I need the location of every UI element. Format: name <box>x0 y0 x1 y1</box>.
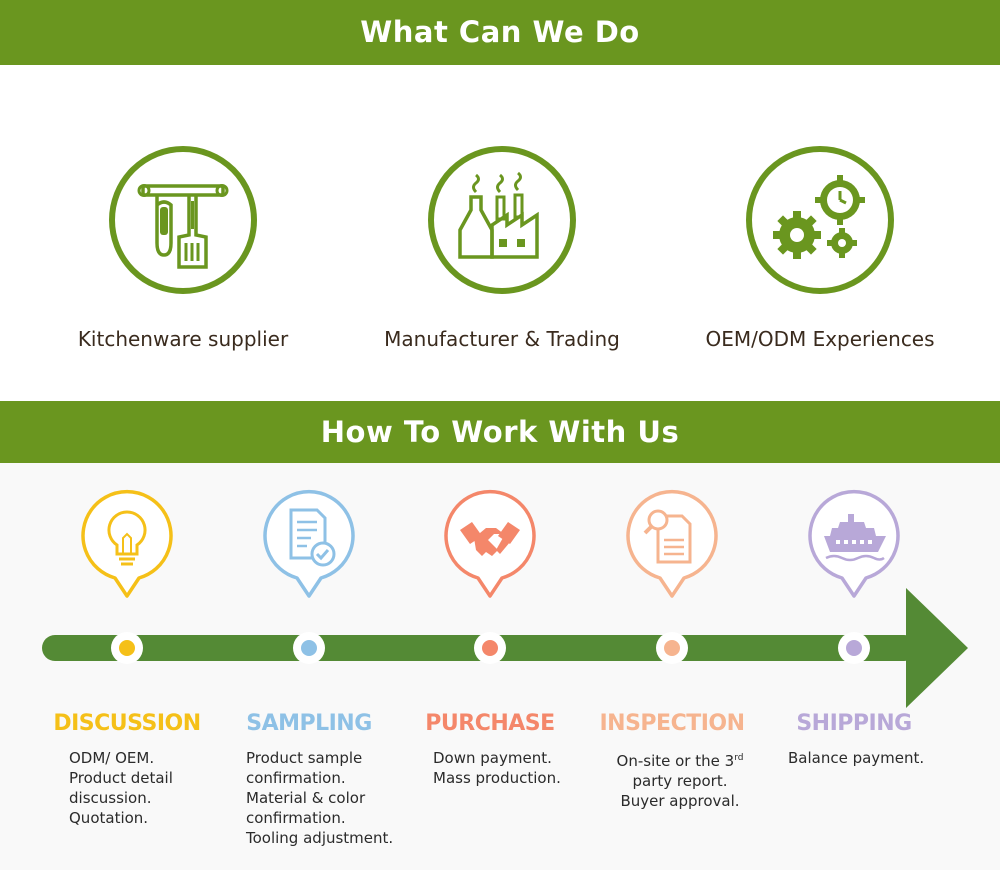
section-title-how-to-work: How To Work With Us <box>320 415 680 449</box>
kitchen-utensils-icon <box>109 146 257 294</box>
step-title-shipping: SHIPPING <box>796 711 912 736</box>
what-can-we-do-banner: What Can We Do <box>0 0 1000 65</box>
section-title-what-can-we-do: What Can We Do <box>360 15 640 49</box>
document-check-icon <box>263 489 355 598</box>
timeline-arrow <box>42 588 968 708</box>
handshake-icon <box>444 489 536 598</box>
step-title-purchase: PURCHASE <box>425 711 555 736</box>
service-label: Kitchenware supplier <box>77 327 289 351</box>
timeline-dot-purchase <box>474 632 506 664</box>
search-report-icon <box>626 489 718 598</box>
how-to-work-banner: How To Work With Us <box>0 401 1000 463</box>
service-label: Manufacturer & Trading <box>384 327 620 351</box>
step-title-discussion: DISCUSSION <box>53 711 201 736</box>
service-oem-odm: OEM/ODM Experiences <box>670 145 970 351</box>
step-desc-sampling: Product sample confirmation. Material & … <box>246 749 394 847</box>
gears-clock-icon <box>746 146 894 294</box>
timeline-dot-inspection <box>656 632 688 664</box>
step-desc-discussion: ODM/ OEM. Product detail discussion. Quo… <box>69 749 173 827</box>
timeline-dot-shipping <box>838 632 870 664</box>
factory-icon <box>428 146 576 294</box>
ship-icon <box>808 489 900 598</box>
step-title-sampling: SAMPLING <box>246 711 372 736</box>
lightbulb-icon <box>81 489 173 598</box>
step-desc-inspection: On-site or the 3rd party report. Buyer a… <box>616 752 744 810</box>
timeline-dot-sampling <box>293 632 325 664</box>
step-title-inspection: INSPECTION <box>599 711 745 736</box>
step-desc-purchase: Down payment. Mass production. <box>433 749 561 787</box>
timeline-dot-discussion <box>111 632 143 664</box>
service-manufacturer-trading: Manufacturer & Trading <box>352 145 652 351</box>
service-kitchenware-supplier: Kitchenware supplier <box>33 145 333 351</box>
step-desc-shipping: Balance payment. <box>788 749 925 767</box>
service-label: OEM/ODM Experiences <box>705 327 935 351</box>
